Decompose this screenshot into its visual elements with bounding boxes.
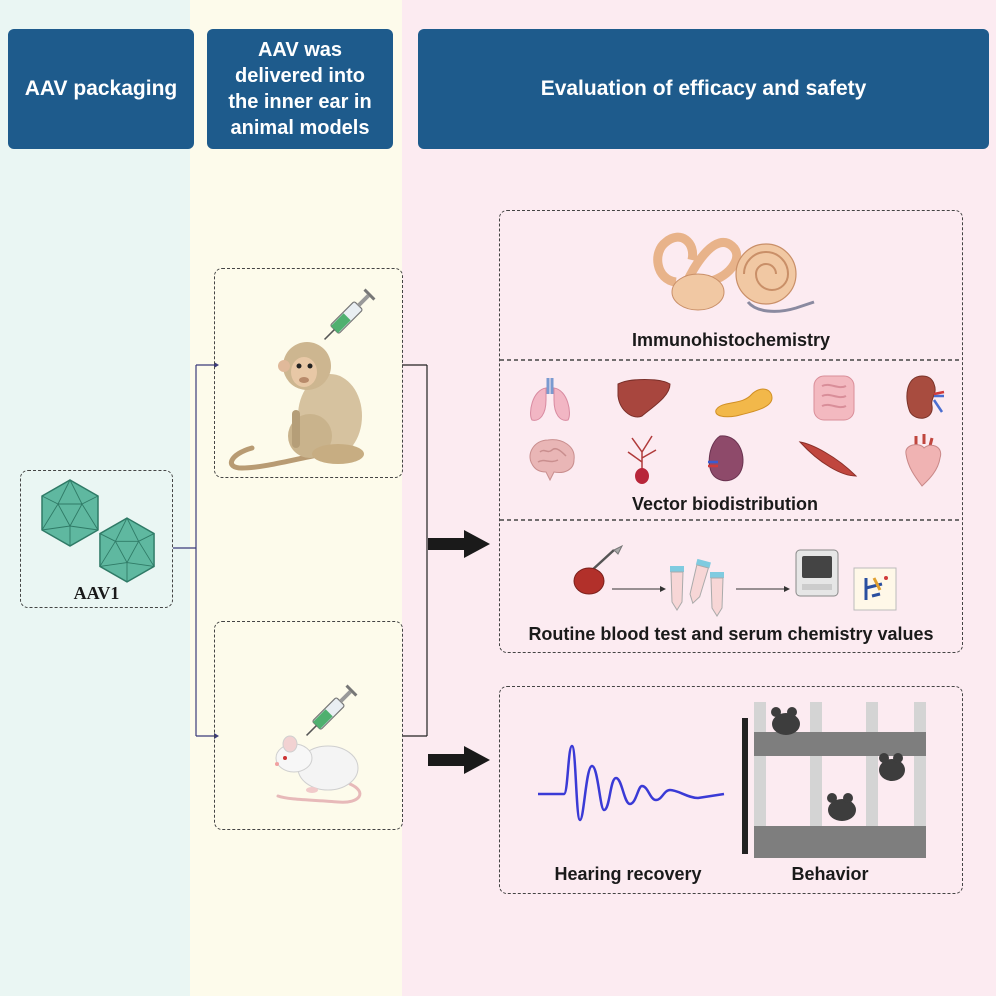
delivery-header: AAV was delivered into the inner ear in … [207, 29, 393, 149]
heart-icon [905, 434, 942, 487]
arrow-icon [428, 746, 490, 774]
lung-icon [530, 378, 570, 421]
mouse-icon [275, 735, 362, 804]
liver-icon [617, 379, 671, 418]
blood-test-label: Routine blood test and serum chemistry v… [528, 624, 934, 644]
syringe-icon [306, 684, 358, 736]
tube-icon [670, 558, 724, 617]
muscle-icon [798, 441, 858, 477]
mouse-box [214, 621, 403, 830]
intestine-icon [813, 375, 855, 421]
spleen-icon [708, 435, 744, 482]
icosahedron-icon [41, 478, 99, 547]
arrow-icon [428, 530, 490, 558]
column-delivery-bg [190, 0, 402, 996]
waveform-icon [538, 744, 725, 822]
kidney-icon [906, 375, 945, 419]
cage-icon [742, 702, 926, 858]
behavior-label: Behavior [791, 864, 869, 884]
hearing-recovery-label: Hearing recovery [554, 864, 702, 884]
syringe-icon [324, 288, 376, 340]
safety-panel [499, 210, 963, 653]
aav1-label: AAV1 [73, 583, 120, 603]
biodistribution-label: Vector biodistribution [631, 494, 818, 514]
monkey-icon [228, 342, 364, 471]
neuron-icon [627, 435, 657, 484]
monitor-icon [853, 567, 897, 611]
icosahedron-icon [99, 517, 155, 583]
efficacy-panel [499, 686, 963, 894]
immunohistochemistry-label: Immunohistochemistry [631, 330, 831, 350]
aav-box [20, 470, 173, 608]
evaluation-header: Evaluation of efficacy and safety [418, 29, 989, 149]
pancreas-icon [715, 388, 773, 418]
monkey-box [214, 268, 403, 478]
inner-ear-icon [653, 232, 815, 313]
analyzer-icon [795, 549, 839, 597]
packaging-header: AAV packaging [8, 29, 194, 149]
brain-icon [529, 439, 575, 482]
tissue-sample-icon [573, 567, 605, 595]
